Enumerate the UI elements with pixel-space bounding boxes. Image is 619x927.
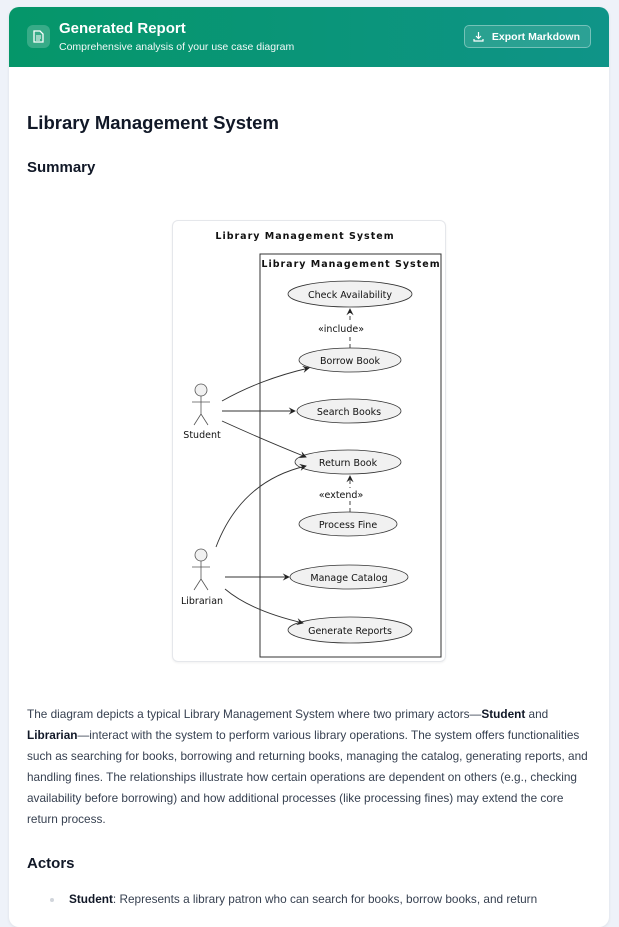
use-case-diagram: Library Management System Library Manage… bbox=[172, 220, 446, 662]
report-card: Generated Report Comprehensive analysis … bbox=[9, 7, 609, 927]
actor-librarian-label: Librarian bbox=[181, 596, 223, 607]
use-case-search-books bbox=[296, 398, 402, 424]
report-title: Library Management System bbox=[27, 112, 279, 133]
extend-label: «extend» bbox=[319, 490, 364, 501]
include-label: «include» bbox=[318, 324, 364, 335]
summary-paragraph: The diagram depicts a typical Library Ma… bbox=[27, 704, 597, 830]
uc-label: Manage Catalog bbox=[310, 573, 387, 584]
export-markdown-button[interactable]: Export Markdown bbox=[463, 25, 591, 48]
uc-label: Check Availability bbox=[308, 290, 392, 301]
diagram-outer-title: Library Management System bbox=[215, 231, 394, 242]
summary-bold: Librarian bbox=[27, 728, 78, 742]
diagram-svg: Library Management System Library Manage… bbox=[181, 231, 442, 658]
use-case-generate-reports bbox=[287, 616, 413, 644]
uc-label: Process Fine bbox=[319, 520, 377, 531]
uc-label: Return Book bbox=[319, 458, 378, 469]
actors-heading: Actors bbox=[27, 855, 75, 872]
summary-heading: Summary bbox=[27, 159, 96, 176]
export-label: Export Markdown bbox=[491, 30, 580, 43]
system-title: Library Management System bbox=[261, 259, 440, 270]
actor-student-label: Student bbox=[183, 430, 221, 441]
use-case-manage-catalog bbox=[289, 564, 409, 590]
list-item: Student: Represents a library patron who… bbox=[50, 892, 589, 906]
summary-text: The diagram depicts a typical Library Ma… bbox=[27, 707, 482, 721]
uc-label: Search Books bbox=[317, 407, 381, 418]
actor-librarian-figure bbox=[192, 548, 210, 591]
header-title: Generated Report bbox=[59, 20, 186, 37]
actor-description: : Represents a library patron who can se… bbox=[112, 892, 538, 906]
summary-text: —interact with the system to perform var… bbox=[27, 728, 588, 826]
document-icon bbox=[27, 25, 50, 48]
actors-list: Student: Represents a library patron who… bbox=[50, 892, 589, 906]
system-boundary bbox=[259, 253, 442, 658]
download-icon bbox=[473, 32, 484, 42]
uc-label: Generate Reports bbox=[308, 626, 392, 637]
use-case-check-availability bbox=[287, 280, 413, 308]
actor-name: Student bbox=[69, 892, 113, 906]
actor-student-figure bbox=[192, 383, 210, 426]
summary-bold: Student bbox=[481, 707, 526, 721]
report-header: Generated Report Comprehensive analysis … bbox=[9, 7, 609, 67]
uc-label: Borrow Book bbox=[320, 356, 381, 367]
use-case-return-book bbox=[294, 449, 402, 475]
summary-text: and bbox=[525, 707, 549, 721]
header-subtitle: Comprehensive analysis of your use case … bbox=[59, 41, 295, 53]
use-case-process-fine bbox=[298, 511, 398, 537]
